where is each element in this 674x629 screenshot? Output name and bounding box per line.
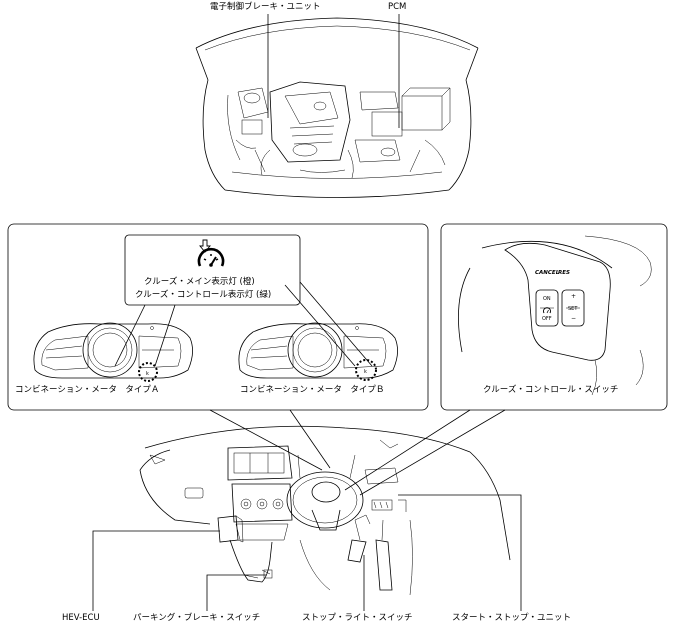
cruise-indicator-icon <box>197 239 225 267</box>
combination-meter-type-b: k <box>238 322 398 381</box>
switch-plus-text: + <box>571 293 577 300</box>
panel-pointer-lines <box>209 409 506 496</box>
svg-text:k: k <box>364 369 367 375</box>
label-pcm: PCM <box>388 2 407 12</box>
indicator-callout-box <box>124 234 301 306</box>
engine-leader-lines <box>267 14 400 128</box>
label-meter-type-a: コンビネーション・メータ タイプＡ <box>15 385 160 395</box>
switch-set-text: SET <box>568 306 578 312</box>
label-start-stop-unit: スタート・ストップ・ユニット <box>452 613 572 623</box>
svg-text:k: k <box>146 371 149 377</box>
switch-minus-text: − <box>571 315 577 322</box>
label-meter-type-b: コンビネーション・メータ タイプＢ <box>240 385 385 395</box>
label-hev-ecu: HEV-ECU <box>62 613 100 623</box>
switch-on-text: ON <box>543 296 551 302</box>
label-electronic-brake-unit: 電子制御ブレーキ・ユニット <box>210 2 321 12</box>
steering-wheel-illustration <box>458 235 652 396</box>
bottom-leader-lines <box>92 494 522 611</box>
label-cruise-control-switch: クルーズ・コントロール・スイッチ <box>483 385 619 395</box>
indicator-highlight-a <box>138 362 158 382</box>
indicator-highlight-b <box>355 359 377 381</box>
label-cruise-main-indicator: クルーズ・メイン表示灯 (橙) <box>144 277 255 287</box>
switch-cancel-text: CANCEL <box>535 270 560 276</box>
interior-dashboard-illustration <box>139 425 511 596</box>
meter-panel-frame <box>7 223 429 411</box>
switch-res-text: RES <box>558 270 570 276</box>
switch-off-text: OFF <box>542 316 552 322</box>
label-stop-light-switch: ストップ・ライト・スイッチ <box>302 613 413 623</box>
engine-bay-illustration <box>195 17 479 198</box>
label-cruise-control-indicator: クルーズ・コントロール表示灯 (緑) <box>135 290 272 300</box>
label-parking-brake-switch: パーキング・ブレーキ・スイッチ <box>133 613 261 623</box>
combination-meter-type-a: k <box>33 322 193 382</box>
switch-panel-frame <box>440 223 668 411</box>
